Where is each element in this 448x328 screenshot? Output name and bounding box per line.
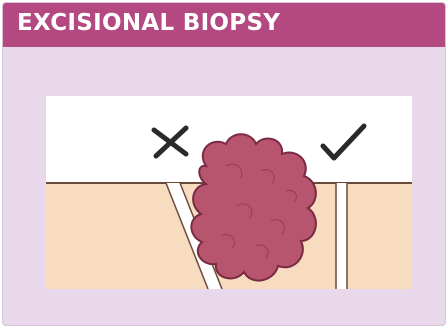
- correct-incision: [336, 183, 347, 289]
- header-bar: EXCISIONAL BIOPSY: [3, 3, 445, 47]
- card-title: EXCISIONAL BIOPSY: [17, 10, 280, 36]
- excisional-biopsy-card: EXCISIONAL BIOPSY: [2, 2, 446, 326]
- biopsy-diagram: [46, 96, 412, 289]
- tumor-mass: [191, 134, 316, 280]
